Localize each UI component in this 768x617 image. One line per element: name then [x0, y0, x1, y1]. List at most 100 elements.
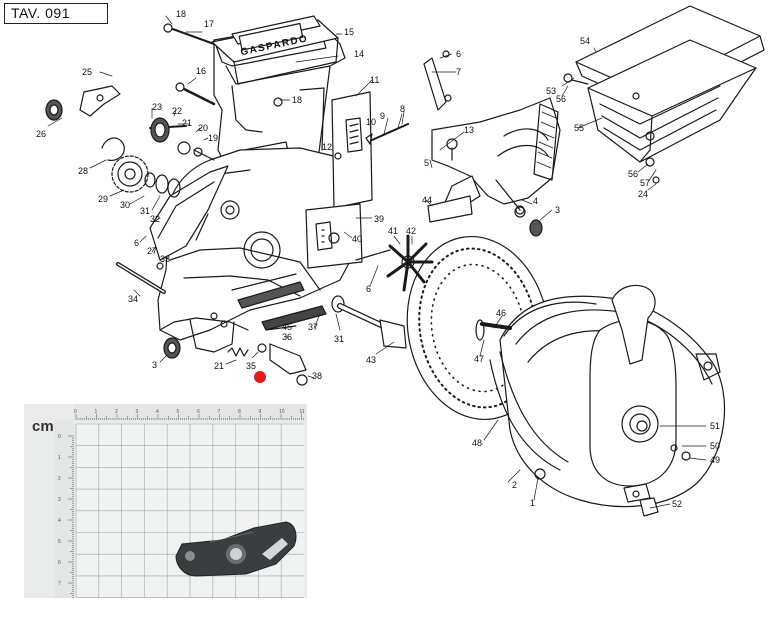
callout-label: 33 — [160, 254, 170, 264]
callout-label: 22 — [172, 106, 182, 116]
top-scale-label: 7 — [218, 409, 221, 415]
side-scale-label: 7 — [58, 581, 61, 587]
callout-label: 6 — [456, 49, 461, 59]
callout-label: 8 — [400, 104, 405, 114]
callout-labels: 1 2 3 3 4 5 6 6 6 7 8 9 10 11 12 13 14 1… — [36, 9, 720, 509]
callout-label: 20 — [198, 123, 208, 133]
callout-label: 25 — [82, 67, 92, 77]
part-bracket — [175, 521, 297, 577]
callout-label: 12 — [322, 142, 332, 152]
callout-label: 21 — [182, 118, 192, 128]
top-scale-label: 8 — [238, 409, 241, 415]
side-scale-label: 3 — [58, 497, 61, 503]
top-scale-label: 2 — [115, 409, 118, 415]
callout-label: 46 — [496, 308, 506, 318]
callout-label: 54 — [580, 36, 590, 46]
highlight-dot — [254, 371, 266, 383]
callout-label: 40 — [352, 234, 362, 244]
top-scale-label: 10 — [279, 409, 285, 415]
side-scale-label: 0 — [58, 434, 61, 440]
callout-label: 21 — [214, 361, 224, 371]
callout-label: 26 — [36, 129, 46, 139]
callout-label: 19 — [208, 133, 218, 143]
gauge-plate — [431, 97, 561, 218]
callout-label: 35 — [246, 361, 256, 371]
callout-label: 4 — [533, 196, 538, 206]
callout-label: 32 — [150, 214, 160, 224]
callout-label: 2 — [512, 480, 517, 490]
seed-hopper — [575, 5, 765, 163]
callout-label: 45 — [282, 322, 292, 332]
callout-label: 37 — [308, 322, 318, 332]
side-scale-label: 5 — [58, 539, 61, 545]
callout-label: 6 — [366, 284, 371, 294]
callout-label: 34 — [128, 294, 138, 304]
callout-label: 16 — [196, 66, 206, 76]
top-scale-label: 4 — [156, 409, 159, 415]
top-scale-label: 5 — [177, 409, 180, 415]
distributor-cover — [489, 284, 726, 508]
lid-cover — [211, 15, 339, 85]
callout-label: 49 — [710, 455, 720, 465]
callout-label: 53 — [546, 86, 556, 96]
callout-label: 42 — [406, 226, 416, 236]
callout-label: 50 — [710, 441, 720, 451]
callout-label: 36 — [282, 332, 292, 342]
callout-label: 38 — [312, 371, 322, 381]
callout-label: 43 — [366, 355, 376, 365]
callout-label: 47 — [474, 354, 484, 364]
gearbox-housing — [149, 21, 373, 353]
callout-label: 28 — [78, 166, 88, 176]
table-number-label: TAV. 091 — [4, 3, 108, 24]
callout-label: 41 — [388, 226, 398, 236]
callout-label: 6 — [134, 238, 139, 248]
callout-label: 11 — [370, 75, 379, 85]
callout-label: 5 — [424, 158, 429, 168]
leader-lines — [47, 15, 707, 509]
top-scale-label: 0 — [74, 409, 77, 415]
unit-label: cm — [32, 418, 54, 435]
callout-label: 15 — [344, 27, 354, 37]
callout-label: 18 — [176, 9, 186, 19]
callout-label: 56 — [556, 94, 566, 104]
side-scale-label: 1 — [58, 455, 61, 461]
top-scale-label: 9 — [259, 409, 262, 415]
callout-label: 17 — [204, 19, 214, 29]
callout-label: 3 — [555, 205, 560, 215]
callout-label: 57 — [640, 178, 650, 188]
side-scale-label: 2 — [58, 476, 61, 482]
callout-label: 52 — [672, 499, 682, 509]
grid-lines — [75, 423, 304, 598]
callout-label: 24 — [638, 189, 648, 199]
callout-label: 31 — [140, 206, 150, 216]
callout-label: 14 — [354, 49, 364, 59]
callout-label: 1 — [530, 498, 535, 508]
callout-label: 30 — [120, 200, 130, 210]
callout-label: 39 — [374, 214, 384, 224]
callout-label: 27 — [147, 246, 157, 256]
callout-label: 7 — [456, 67, 461, 77]
callout-label: 9 — [380, 111, 385, 121]
top-scale-label: 11 — [300, 409, 305, 415]
callout-label: 29 — [98, 194, 108, 204]
callout-label: 23 — [152, 102, 162, 112]
side-scale-label: 6 — [58, 560, 61, 566]
callout-label: 18 — [292, 95, 302, 105]
callout-label: 31 — [334, 334, 344, 344]
callout-label: 48 — [472, 438, 482, 448]
callout-label: 10 — [366, 117, 376, 127]
top-scale-label: 3 — [136, 409, 139, 415]
callout-label: 13 — [464, 125, 474, 135]
callout-label: 3 — [152, 360, 157, 370]
callout-label: 44 — [422, 195, 432, 205]
callout-label: 51 — [710, 421, 720, 431]
side-scale-label: 4 — [58, 518, 61, 524]
callout-label: 56 — [628, 169, 638, 179]
small-parts — [45, 23, 691, 517]
top-scale-label: 1 — [95, 409, 98, 415]
